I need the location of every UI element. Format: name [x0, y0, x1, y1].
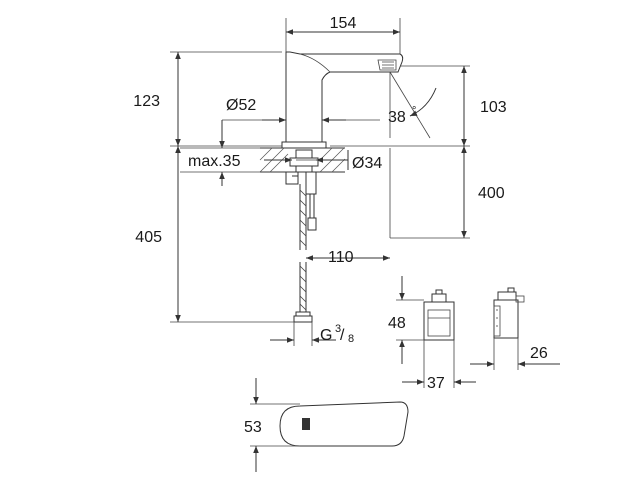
label-38: 38	[388, 109, 406, 126]
label-405: 405	[135, 229, 162, 246]
label-thread-num: 3	[335, 323, 341, 335]
label-110: 110	[328, 249, 354, 266]
dim-103	[330, 65, 470, 147]
dim-26	[470, 338, 560, 370]
control-box-side	[493, 287, 525, 339]
label-thread-den: 8	[348, 333, 354, 345]
label-d34: Ø34	[352, 155, 382, 172]
label-g: G	[320, 327, 332, 344]
dim-37	[402, 340, 476, 388]
label-max35: max.35	[188, 153, 241, 170]
dim-g38	[270, 322, 336, 346]
dim-d34	[264, 150, 349, 170]
dim-angle-38	[389, 71, 437, 139]
mounting-shank	[285, 149, 319, 195]
label-37: 37	[427, 375, 445, 392]
dim-123	[170, 51, 282, 147]
dim-400	[389, 146, 470, 239]
dim-max35	[180, 134, 260, 186]
control-box-front	[423, 289, 455, 341]
faucet-side-view	[281, 51, 404, 149]
label-thread-slash: /	[340, 327, 345, 344]
dim-53	[250, 378, 300, 472]
braided-hose	[293, 184, 317, 323]
dim-d52	[221, 117, 380, 134]
dim-48	[396, 276, 424, 364]
label-d52: Ø52	[226, 97, 256, 114]
dim-154	[285, 18, 401, 54]
label-48: 48	[388, 315, 406, 332]
label-123: 123	[133, 93, 160, 110]
label-53: 53	[244, 419, 262, 436]
spout-top-view	[279, 401, 409, 447]
label-degree: °	[412, 105, 416, 117]
label-154: 154	[330, 15, 357, 32]
label-26: 26	[530, 345, 548, 362]
dim-405	[170, 146, 294, 323]
label-103: 103	[480, 99, 507, 116]
label-400: 400	[478, 185, 505, 202]
